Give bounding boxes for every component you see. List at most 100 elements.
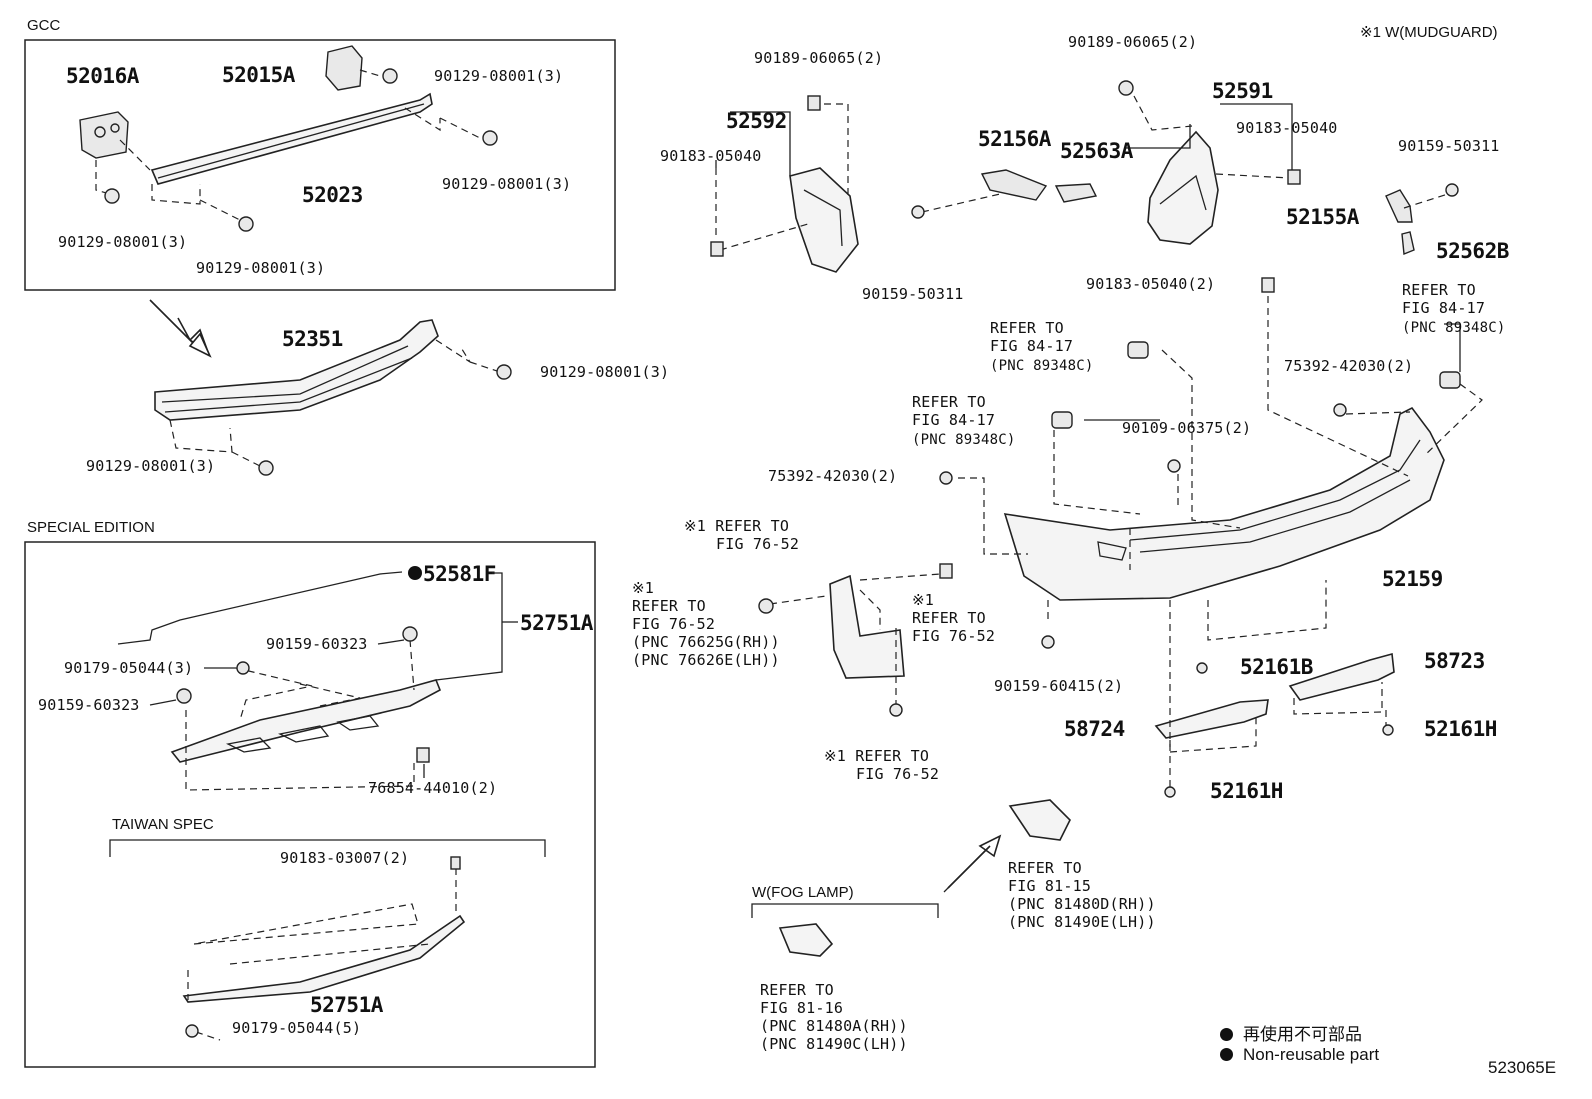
label-90159-50311-right: 90159-50311 bbox=[1398, 137, 1500, 155]
part-52156A: 52156A bbox=[978, 127, 1051, 151]
part-52016A: 52016A bbox=[66, 64, 139, 88]
section-taiwan-spec: TAIWAN SPEC bbox=[112, 816, 214, 833]
part-52161B: 52161B bbox=[1240, 655, 1313, 679]
reinforcement-52351 bbox=[154, 319, 439, 421]
label-75392-42030-left: 75392-42030(2) bbox=[768, 467, 898, 485]
bolt-label-reinf-right: 90129-08001(3) bbox=[540, 363, 670, 381]
section-fog-lamp: W(FOG LAMP) bbox=[752, 884, 854, 901]
fog-bezel-upper bbox=[1008, 799, 1071, 841]
mudguard-ref-2c: (PNC 76625G(RH)) bbox=[632, 633, 780, 651]
mudguard-ref-1b: FIG 76-52 bbox=[716, 535, 800, 553]
direction-arrow bbox=[149, 299, 210, 355]
label-90189-06065-right: 90189-06065(2) bbox=[1068, 33, 1198, 51]
gcc-bolts bbox=[104, 68, 498, 232]
mudguard-ref-2x: ※1 bbox=[632, 579, 654, 597]
fog-ref-1a: REFER TO bbox=[1008, 859, 1082, 877]
bolt-label-gcc-top: 90129-08001(3) bbox=[434, 67, 564, 85]
mudguard-ref-2a: REFER TO bbox=[632, 597, 706, 615]
part-52751A-taiwan: 52751A bbox=[310, 993, 383, 1017]
legend-jp-text: 再使用不可部品 bbox=[1243, 1025, 1362, 1044]
section-gcc: GCC bbox=[27, 17, 61, 34]
ref-sensor-c-3: (PNC 89348C) bbox=[912, 432, 1016, 448]
part-52161H-bottom: 52161H bbox=[1210, 779, 1283, 803]
label-90183-05040-right: 90183-05040 bbox=[1236, 119, 1338, 137]
bumper-cover-52159 bbox=[1003, 406, 1445, 601]
taiwan-spec-bracket bbox=[109, 839, 546, 857]
mudguard-ref-3x: ※1 bbox=[912, 591, 934, 609]
label-90183-05040-2: 90183-05040(2) bbox=[1086, 275, 1216, 293]
special-leaders bbox=[149, 572, 518, 778]
label-90109-06375: 90109-06375(2) bbox=[1122, 419, 1252, 437]
part-52563A: 52563A bbox=[1060, 139, 1133, 163]
part-52023: 52023 bbox=[302, 183, 363, 207]
mudguard bbox=[829, 574, 905, 679]
label-90183-03007: 90183-03007(2) bbox=[280, 849, 410, 867]
part-52015A: 52015A bbox=[222, 63, 295, 87]
bracket-52155A bbox=[1385, 189, 1413, 223]
non-reusable-dot-icon bbox=[1220, 1028, 1233, 1041]
label-90159-60323-lower: 90159-60323 bbox=[38, 696, 140, 714]
ref-sensor-b-1: REFER TO bbox=[990, 319, 1064, 337]
label-90159-60415: 90159-60415(2) bbox=[994, 677, 1124, 695]
label-90179-05044-taiwan: 90179-05044(5) bbox=[232, 1019, 362, 1037]
figure-id: 523065E bbox=[1488, 1058, 1557, 1077]
wire-52581F bbox=[117, 571, 403, 645]
part-52751A-special: 52751A bbox=[520, 611, 593, 635]
ref-sensor-a-2: FIG 84-17 bbox=[1402, 299, 1486, 317]
garnish-taiwan bbox=[182, 914, 466, 1003]
fog-ref-2a: REFER TO bbox=[760, 981, 834, 999]
bolt-label-gcc-bottom: 90129-08001(3) bbox=[196, 259, 326, 277]
label-90159-50311-center: 90159-50311 bbox=[862, 285, 964, 303]
clip-52562B bbox=[1401, 231, 1415, 255]
mudguard-ref-1a: ※1 REFER TO bbox=[684, 517, 790, 535]
part-52581F: 52581F bbox=[423, 562, 496, 586]
legend-en-text: Non-reusable part bbox=[1243, 1045, 1380, 1064]
legend-en: Non-reusable part bbox=[1220, 1045, 1379, 1065]
part-52351: 52351 bbox=[282, 327, 343, 351]
part-58724: 58724 bbox=[1064, 717, 1125, 741]
mudguard-ref-2b: FIG 76-52 bbox=[632, 615, 716, 633]
special-fasteners bbox=[176, 626, 430, 763]
fog-ref-2d: (PNC 81490C(LH)) bbox=[760, 1035, 908, 1053]
fog-ref-2b: FIG 81-16 bbox=[760, 999, 844, 1017]
label-75392-42030-right: 75392-42030(2) bbox=[1284, 357, 1414, 375]
bolt-label-reinf-left: 90129-08001(3) bbox=[86, 457, 216, 475]
fog-ref-1d: (PNC 81490E(LH)) bbox=[1008, 913, 1156, 931]
ref-sensor-c-2: FIG 84-17 bbox=[912, 411, 996, 429]
pad-58723 bbox=[1288, 652, 1395, 701]
mudguard-ref-4a: ※1 REFER TO bbox=[824, 747, 930, 765]
part-52591: 52591 bbox=[1212, 79, 1273, 103]
retainer-52563A bbox=[1054, 183, 1098, 203]
ref-sensor-a-1: REFER TO bbox=[1402, 281, 1476, 299]
mudguard-ref-3a: REFER TO bbox=[912, 609, 986, 627]
ref-sensor-b-2: FIG 84-17 bbox=[990, 337, 1074, 355]
part-52161H-right: 52161H bbox=[1424, 717, 1497, 741]
fog-bezel-lower bbox=[778, 923, 834, 957]
mudguard-ref-2d: (PNC 76626E(LH)) bbox=[632, 651, 780, 669]
label-90179-05044-special: 90179-05044(3) bbox=[64, 659, 194, 677]
fog-ref-2c: (PNC 81480A(RH)) bbox=[760, 1017, 908, 1035]
part-52592: 52592 bbox=[726, 109, 787, 133]
mudguard-ref-3b: FIG 76-52 bbox=[912, 627, 996, 645]
fog-lamp-bracket bbox=[751, 903, 939, 918]
part-52159: 52159 bbox=[1382, 567, 1443, 591]
pad-58724 bbox=[1154, 699, 1269, 739]
bracket-52015A bbox=[325, 45, 363, 91]
part-52155A: 52155A bbox=[1286, 205, 1359, 229]
mudguard-ref-4b: FIG 76-52 bbox=[856, 765, 940, 783]
legend-jp: 再使用不可部品 bbox=[1220, 1020, 1362, 1045]
fog-ref-1c: (PNC 81480D(RH)) bbox=[1008, 895, 1156, 913]
label-90189-06065-left: 90189-06065(2) bbox=[754, 49, 884, 67]
label-90183-05040-left: 90183-05040 bbox=[660, 147, 762, 165]
liner-52591 bbox=[1147, 130, 1219, 245]
bar-52023 bbox=[150, 92, 433, 185]
ref-sensor-a-3: (PNC 89348C) bbox=[1402, 320, 1506, 336]
mudguard-note: ※1 W(MUDGUARD) bbox=[1360, 24, 1498, 41]
ref-sensor-b-3: (PNC 89348C) bbox=[990, 358, 1094, 374]
non-reusable-dot-icon bbox=[1220, 1048, 1233, 1061]
part-52562B: 52562B bbox=[1436, 239, 1509, 263]
bolt-label-gcc-left: 90129-08001(3) bbox=[58, 233, 188, 251]
sensors bbox=[1051, 341, 1461, 429]
special-edition-frame bbox=[24, 541, 596, 1068]
